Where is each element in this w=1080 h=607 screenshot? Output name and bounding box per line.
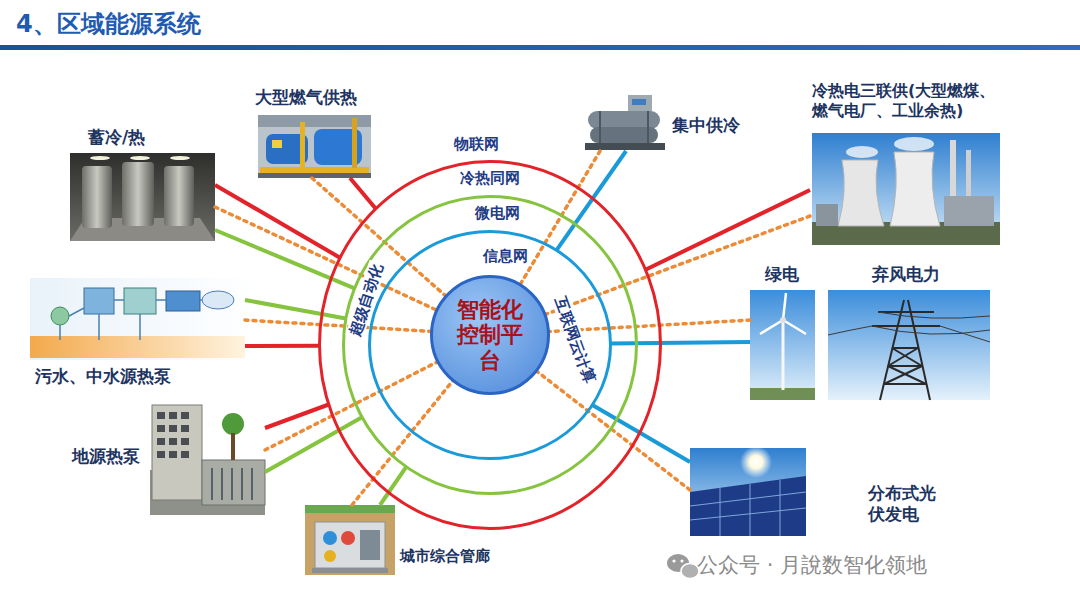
storage-room-picture <box>70 153 215 241</box>
node-caption: 冷热电三联供(大型燃煤、 燃气电厂、工业余热) <box>812 81 1052 121</box>
energy-source-card: 蓄冷/热 <box>70 125 215 241</box>
platform-label: 智能化 控制平 台 <box>450 297 529 373</box>
utility-tunnel-picture <box>305 505 395 575</box>
node-caption: 污水、中水源热泵 <box>35 366 171 387</box>
energy-source-card: 绿电 <box>750 262 815 400</box>
dotted-connector <box>245 320 432 331</box>
ring-ellipse <box>344 197 637 494</box>
connector <box>380 467 406 505</box>
ring-ellipse <box>320 162 661 529</box>
watermark: 公众号 · 月說数智化领地 <box>697 551 927 579</box>
energy-source-card: 冷热电三联供(大型燃煤、 燃气电厂、工业余热) <box>810 79 1054 245</box>
sewage-heat-pump-picture <box>30 278 260 360</box>
header-rule <box>0 45 1080 50</box>
node-caption: 弃风电力 <box>872 264 940 285</box>
node-caption: 地源热泵 <box>72 446 140 467</box>
energy-source-card: 分布式光 伏发电 <box>690 448 945 536</box>
node-caption: 大型燃气供热 <box>255 87 357 108</box>
transmission-tower-picture <box>828 290 990 400</box>
energy-source-card: 弃风电力 <box>828 262 990 400</box>
energy-source-card: 城市综合管廊 <box>305 505 492 575</box>
dotted-connector <box>520 151 600 285</box>
ground-source-picture <box>150 405 265 515</box>
energy-source-card: 大型燃气供热 <box>253 85 371 178</box>
connector <box>215 185 340 258</box>
ring-label: 物联网 <box>452 135 501 153</box>
ring-label: 信息网 <box>481 247 530 265</box>
node-caption: 蓄冷/热 <box>88 127 145 148</box>
connector <box>215 230 355 288</box>
power-plant-picture <box>812 133 1000 245</box>
ring-label: 互联网云计算 <box>550 293 599 387</box>
control-platform-circle: 智能化 控制平 台 <box>430 275 550 395</box>
wechat-icon <box>667 554 699 579</box>
ring-label: 微电网 <box>473 204 522 222</box>
network-ring: 微电网超级自动化信息网互联网云计算智能化 控制平 台 <box>342 195 638 495</box>
connector <box>265 405 329 429</box>
chiller-picture <box>585 95 665 150</box>
network-ring: 信息网互联网云计算智能化 控制平 台 <box>368 230 612 460</box>
platform-disc-shape <box>432 277 549 394</box>
wind-turbine-picture <box>750 290 815 400</box>
ring-ellipse <box>370 232 611 459</box>
node-caption: 绿电 <box>765 264 799 285</box>
connector <box>646 190 811 270</box>
connector <box>611 342 751 344</box>
node-caption: 城市综合管廊 <box>400 547 490 566</box>
ring-label: 冷热同网 <box>458 169 522 187</box>
connector <box>350 178 376 209</box>
connector <box>245 300 346 319</box>
energy-source-card: 地源热泵 <box>70 405 265 515</box>
gas-boiler-picture <box>258 115 371 178</box>
energy-source-card: 污水、中水源热泵 <box>30 278 245 389</box>
energy-source-card: 集中供冷 <box>583 93 742 151</box>
node-caption: 集中供冷 <box>672 115 740 136</box>
solar-panel-picture <box>690 446 806 536</box>
dotted-connector <box>265 362 438 450</box>
network-ring: 物联网冷热同网微电网超级自动化信息网互联网云计算智能化 控制平 台 <box>318 160 662 530</box>
connector <box>245 344 320 348</box>
node-caption: 分布式光 伏发电 <box>868 483 943 526</box>
page-title: 4、区域能源系统 <box>16 8 201 40</box>
